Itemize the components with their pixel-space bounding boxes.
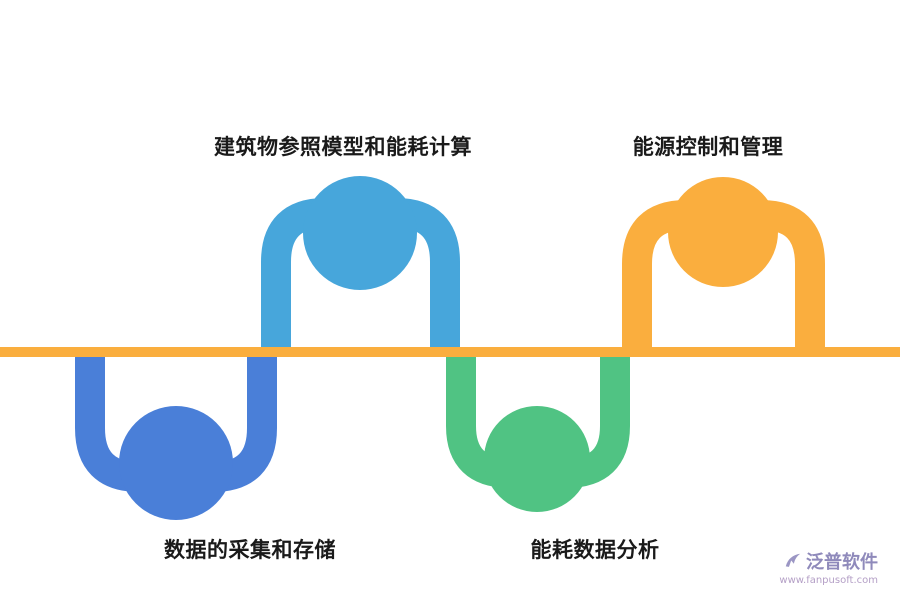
vendor-name: 泛普软件 [806,552,878,574]
vendor-logo: 泛普软件 www.fanpusoft.com [779,552,878,586]
swoosh-icon [784,552,802,574]
baseline [0,347,900,357]
node-energy-analysis [484,406,590,512]
label-data-collection: 数据的采集和存储 [164,538,336,562]
node-building-model [303,176,417,290]
node-data-collection [119,406,233,520]
label-building-model: 建筑物参照模型和能耗计算 [214,135,472,159]
label-energy-analysis: 能耗数据分析 [530,538,660,562]
label-energy-control: 能源控制和管理 [632,135,784,159]
vendor-url: www.fanpusoft.com [779,575,878,586]
node-energy-control [668,177,778,287]
